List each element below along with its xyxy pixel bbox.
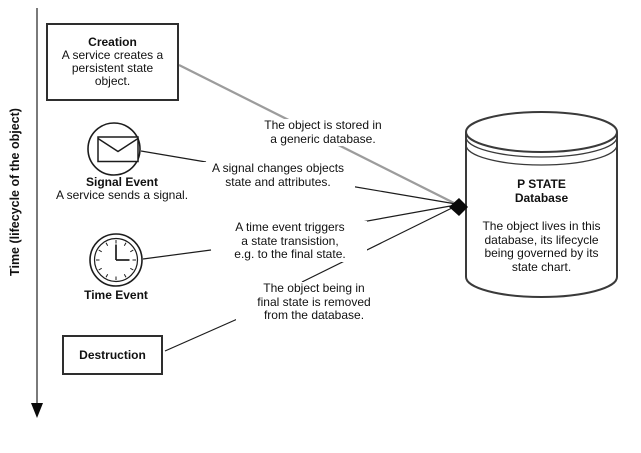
clock-ticks [96,240,136,280]
database-description: The object lives in this database, its l… [482,219,601,274]
creation-description: A service creates a persistent state obj… [61,48,164,88]
connector-label-line: a generic database. [270,131,376,146]
destruction-box: Destruction [62,335,163,375]
connector-signal-line-a [140,150,207,163]
connector-label-line: A signal changes objects [211,161,345,175]
cylinder-body [465,132,618,298]
connector-label-creation: The object is stored in a generic databa… [246,118,400,146]
time-axis-arrow [31,8,43,418]
time-event-title: Time Event [84,288,148,302]
connector-label-signal: A signal changes objects state and attri… [201,161,355,189]
connector-label-line: The object being in [263,281,365,295]
connector-label-line: The object is stored in [264,118,382,132]
connector-label-line: state and attributes. [225,174,331,189]
connector-label-line: e.g. to the final state. [234,247,346,261]
connector-label-line: from the database. [263,308,365,322]
clock-hands [115,244,130,261]
envelope-body [97,136,139,163]
clock-icon [89,233,143,287]
connector-label-line: final state is removed [257,294,371,309]
creation-box: Creation A service creates a persistent … [46,23,179,101]
signal-event-description: A service sends a signal. [55,188,189,202]
envelope-icon [87,122,141,176]
creation-title: Creation [88,35,137,49]
connector-label-destruction: The object being in final state is remov… [236,281,392,323]
database-title: P STATE Database [471,177,612,205]
connector-signal-line-b [349,185,457,205]
connector-label-line: A time event triggers [235,220,345,234]
destruction-title: Destruction [79,347,146,362]
database-title-line: P STATE [517,177,566,191]
down-arrowhead-icon [31,403,43,418]
database-title-line: Database [514,190,569,205]
cylinder-ring-2 [465,144,618,166]
signal-event-caption: Signal Event A service sends a signal. [40,176,204,202]
database-cylinder [465,111,618,298]
connector-label-time: A time event triggers a state transistio… [213,220,367,262]
connector-destruction-line-b [301,205,457,283]
connector-time-line-a [142,249,212,260]
diamond-arrowhead-icon [449,198,468,216]
cylinder-ring-1 [465,136,618,158]
cylinder-top [465,111,618,153]
connector-label-line: a state transistion, [241,233,339,248]
signal-event-title: Signal Event [85,175,159,189]
time-axis-label: Time (lifecycle of the object) [8,108,22,276]
envelope-flap [97,137,139,153]
